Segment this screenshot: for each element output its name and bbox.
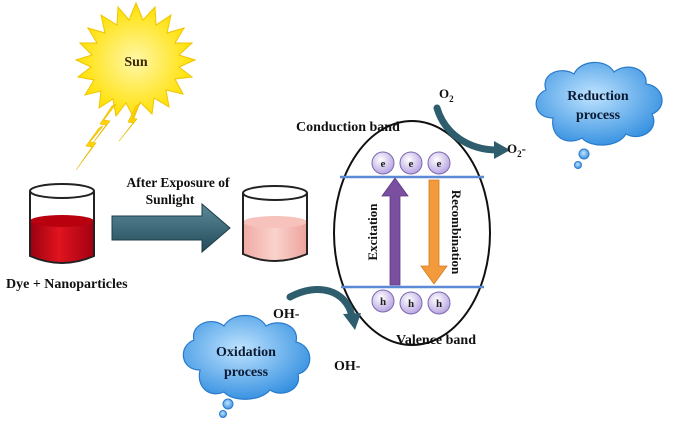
superoxide-label: O2- — [507, 141, 526, 159]
sun: Sun — [74, 1, 197, 120]
electron: e — [371, 151, 395, 175]
recombination-arrow — [420, 179, 448, 285]
beaker-rim — [242, 185, 308, 201]
beaker-liquid — [243, 222, 307, 261]
beaker-dye: Dye + Nanoparticles — [6, 183, 128, 292]
sun-icon — [74, 1, 197, 120]
svg-text:h: h — [408, 298, 414, 310]
lightning-icon — [89, 103, 117, 148]
transfer-arrow: After Exposure of Sunlight — [111, 175, 231, 254]
sun-label: Sun — [124, 55, 148, 70]
cloud-icon — [535, 61, 663, 146]
reduction-cloud-line1: Reduction — [567, 89, 629, 104]
svg-text:e: e — [409, 158, 414, 170]
o2-reactant-label: O2 — [439, 86, 454, 104]
liquid-surface — [30, 215, 94, 227]
hole: h — [371, 289, 395, 313]
reduction-cloud-line2: process — [576, 108, 621, 123]
hole: h — [427, 291, 451, 315]
hydroxide-reactant-label: OH- — [273, 307, 300, 322]
conduction-band-label: Conduction band — [296, 120, 400, 135]
liquid-surface — [243, 216, 307, 228]
oxidation-cloud-line1: Oxidation — [216, 345, 276, 360]
reduction-cloud: Reduction process — [535, 61, 663, 169]
transfer-label-line1: After Exposure of — [127, 175, 230, 190]
transfer-label-line2: Sunlight — [146, 192, 195, 207]
svg-text:e: e — [381, 158, 386, 170]
svg-text:h: h — [380, 296, 386, 308]
band-structure: e e e h h h Excitation Recombination Co — [296, 120, 491, 348]
recombination-label: Recombination — [449, 190, 464, 275]
oxidation-cloud: Oxidation process — [182, 314, 311, 418]
cloud-icon — [182, 314, 311, 400]
sunlight-rays — [75, 103, 141, 171]
svg-text:h: h — [436, 298, 442, 310]
hydroxyl-product-label: OH- — [334, 359, 361, 374]
beaker-wall — [29, 191, 95, 264]
beaker-wall — [242, 193, 308, 262]
right-arrow-icon — [111, 202, 231, 254]
lightning-icon — [118, 103, 141, 142]
valence-band-label: Valence band — [396, 333, 476, 348]
beaker-dye-label: Dye + Nanoparticles — [6, 277, 128, 292]
electron: e — [427, 151, 451, 175]
beaker-liquid — [30, 220, 94, 263]
svg-text:e: e — [437, 158, 442, 170]
excitation-label: Excitation — [365, 203, 380, 261]
curved-arrow-icon — [433, 104, 501, 154]
lightning-icon — [75, 125, 104, 171]
reduction-side: O2 O2- Reduction process — [433, 61, 663, 169]
electron: e — [399, 151, 423, 175]
excitation-arrow — [381, 177, 409, 286]
curved-arrow-icon — [286, 286, 356, 320]
oxidation-cloud-line2: process — [224, 365, 269, 380]
beaker-rim — [29, 183, 95, 199]
oxidation-side: OH- OH- Oxidation process — [182, 286, 361, 418]
hole: h — [399, 291, 423, 315]
beaker-treated — [242, 185, 308, 262]
